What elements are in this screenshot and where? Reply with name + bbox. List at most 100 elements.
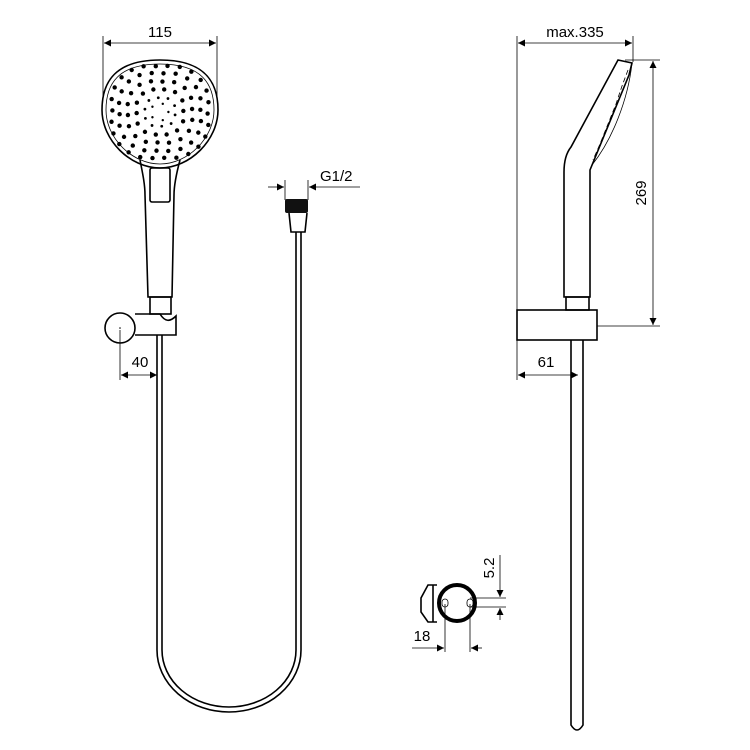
spray-nozzle <box>143 139 149 144</box>
spray-nozzle <box>156 96 160 100</box>
spray-nozzle <box>119 89 124 94</box>
spray-nozzle <box>126 150 131 155</box>
spray-nozzle <box>142 148 147 153</box>
spray-nozzle <box>144 116 147 120</box>
spray-nozzle <box>190 117 195 123</box>
spray-nozzle <box>153 132 158 137</box>
spray-nozzle <box>133 133 138 139</box>
spray-nozzle <box>161 118 164 122</box>
spray-nozzle <box>169 122 173 125</box>
spray-nozzle <box>167 110 170 114</box>
spray-nozzle <box>140 91 146 96</box>
spray-nozzle <box>174 128 180 133</box>
dimension-bracket-offset: 40 <box>119 330 157 380</box>
spray-nozzle <box>117 123 122 128</box>
spray-nozzle <box>116 100 122 106</box>
spray-nozzle <box>142 129 148 135</box>
spray-nozzle <box>150 155 155 161</box>
dimension-height: 269 <box>597 59 660 327</box>
spray-nozzle <box>109 96 114 102</box>
spray-nozzle <box>141 64 146 69</box>
spray-nozzle <box>126 79 132 84</box>
bracket-detail-view: 18 5.2 <box>412 555 506 652</box>
spray-nozzle <box>171 80 177 85</box>
projection-label: max.335 <box>546 24 604 41</box>
spray-nozzle <box>173 104 176 108</box>
spray-nozzle <box>148 79 154 84</box>
height-label: 269 <box>633 180 650 205</box>
spray-nozzle <box>186 151 191 157</box>
front-view: 115 40 G1/2 <box>101 24 360 713</box>
dimension-hole-diameter: 5.2 <box>470 555 506 620</box>
spray-nozzle <box>180 98 185 103</box>
hose <box>156 199 308 713</box>
spray-nozzle <box>166 148 171 154</box>
hole-diameter-label: 5.2 <box>481 558 498 579</box>
spray-nozzle <box>111 131 116 136</box>
spray-nozzles <box>109 63 211 161</box>
wall-bracket-front <box>104 312 177 344</box>
shower-side <box>516 59 633 731</box>
spray-nozzle <box>161 71 166 76</box>
spray-nozzle <box>110 108 115 113</box>
shower-head-front <box>101 59 219 169</box>
dimension-hole-spacing: 18 <box>412 604 482 652</box>
spray-nozzle <box>188 95 194 101</box>
spray-nozzle <box>161 102 164 106</box>
handle-front <box>139 159 181 315</box>
spray-nozzle <box>143 107 147 111</box>
spray-nozzle <box>173 71 178 76</box>
spray-nozzle <box>134 110 139 116</box>
spray-nozzle <box>130 143 135 148</box>
spray-nozzle <box>165 63 170 69</box>
dimension-thread: G1/2 <box>268 168 360 200</box>
side-view: max.335 269 61 <box>516 24 660 731</box>
spray-nozzle <box>125 101 130 107</box>
spray-nozzle <box>137 72 142 78</box>
spray-nozzle <box>162 87 167 92</box>
spray-nozzle <box>189 106 195 112</box>
spray-nozzle <box>155 140 160 145</box>
spray-nozzle <box>119 75 124 80</box>
hose-nut <box>285 199 308 213</box>
spray-nozzle <box>193 84 199 90</box>
spray-nozzle <box>162 155 167 160</box>
spray-nozzle <box>160 79 165 84</box>
dimension-width: 115 <box>102 24 218 100</box>
spray-nozzle <box>181 108 186 114</box>
bracket-offset-label: 40 <box>132 354 149 371</box>
spray-nozzle <box>196 130 201 135</box>
spray-nozzle <box>151 87 156 92</box>
spray-nozzle <box>151 116 154 119</box>
spray-nozzle <box>196 144 201 149</box>
spray-nozzle <box>166 140 172 145</box>
spray-nozzle <box>178 146 183 152</box>
spray-nozzle <box>185 76 190 81</box>
spray-nozzle <box>177 64 182 70</box>
spray-nozzle <box>205 111 210 116</box>
thread-label: G1/2 <box>320 168 353 185</box>
spray-nozzle <box>188 140 194 145</box>
spray-nozzle <box>166 97 170 100</box>
spray-nozzle <box>135 121 140 126</box>
spray-nozzle <box>204 88 209 93</box>
spray-nozzle <box>129 67 134 73</box>
spray-nozzle <box>126 123 132 129</box>
spray-nozzle <box>153 64 158 69</box>
spray-nozzle <box>172 89 178 95</box>
spray-nozzle <box>121 134 127 140</box>
spray-nozzle <box>186 128 192 134</box>
spray-nozzle <box>125 112 131 118</box>
spray-nozzle <box>134 100 140 105</box>
spray-nozzle <box>174 155 179 160</box>
spray-nozzle <box>117 111 122 117</box>
spray-nozzle <box>206 122 211 128</box>
spray-nozzle <box>117 141 122 147</box>
spray-nozzle <box>180 119 186 124</box>
hole-spacing-label: 18 <box>414 628 431 645</box>
spray-nozzle <box>109 119 114 124</box>
spray-nozzle <box>173 113 177 117</box>
spray-nozzle <box>149 70 154 76</box>
